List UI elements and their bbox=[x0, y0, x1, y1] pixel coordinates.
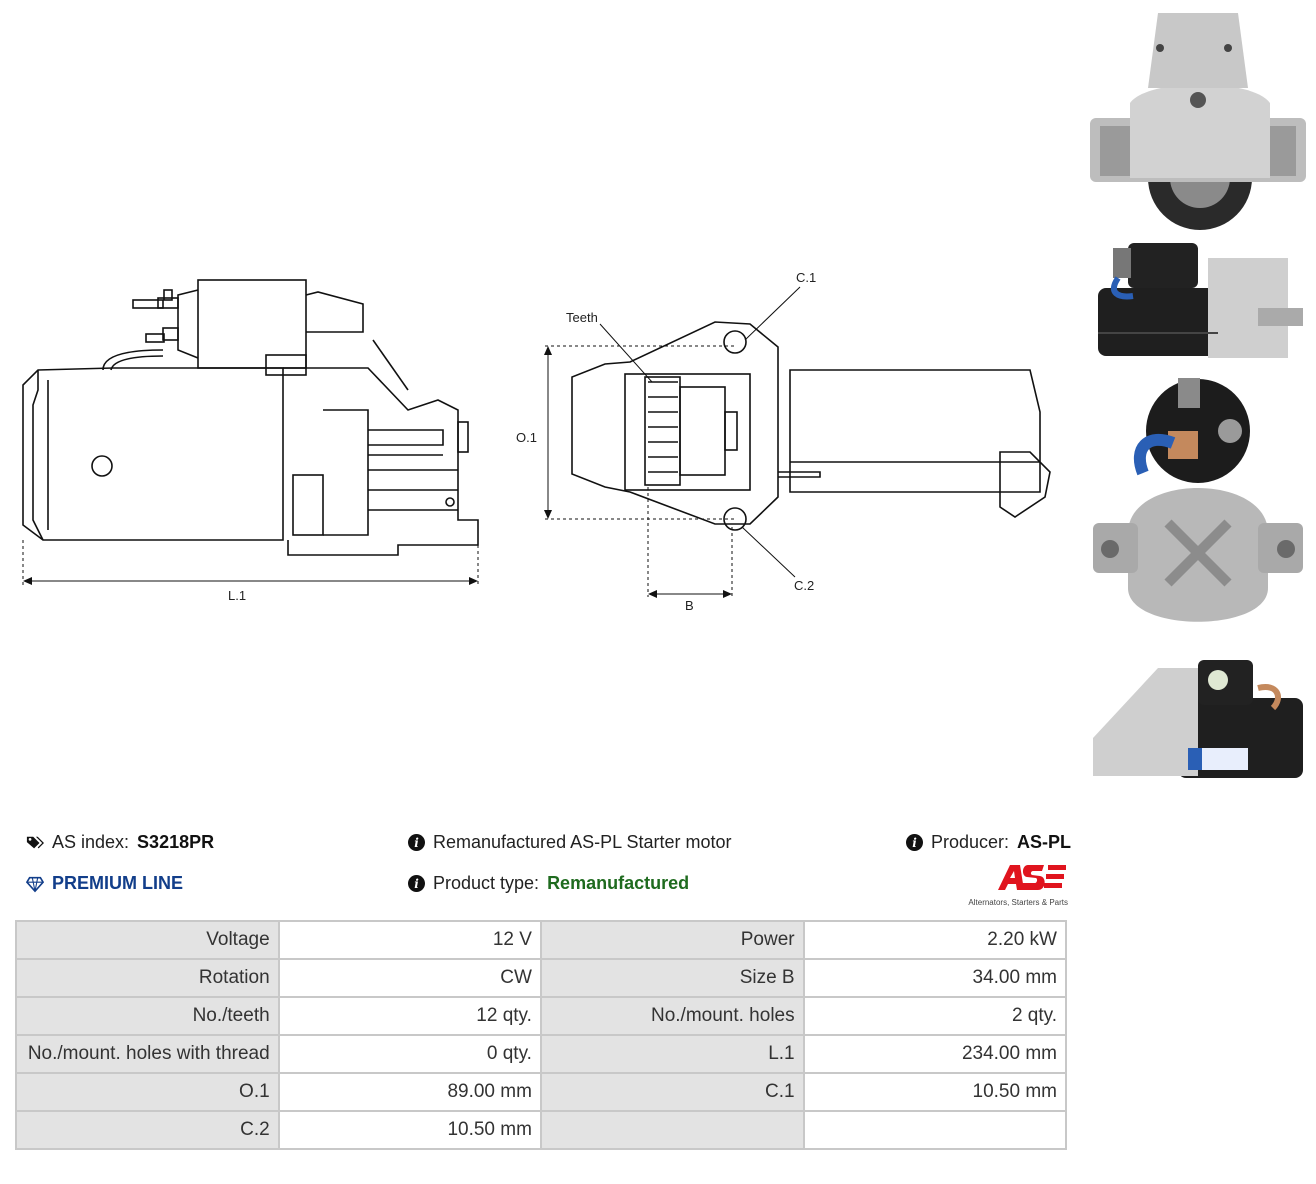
spec-value-cell: 34.00 mm bbox=[802, 958, 1068, 998]
spec-key-cell: L.1 bbox=[539, 1034, 805, 1074]
spec-key-cell: C.1 bbox=[539, 1072, 805, 1112]
as-brand-logo: Alternators, Starters & Parts bbox=[964, 863, 1068, 907]
spec-key-cell: Voltage bbox=[15, 920, 280, 960]
spec-value-cell: 234.00 mm bbox=[802, 1034, 1068, 1074]
as-index-value: S3218PR bbox=[137, 832, 215, 852]
spec-value-cell: 10.50 mm bbox=[802, 1072, 1068, 1112]
front-view-drawing: O.1 B C.1 C.2 Teeth bbox=[510, 262, 1070, 622]
info-icon: i bbox=[408, 834, 425, 851]
description-row: i Remanufactured AS-PL Starter motor bbox=[408, 832, 731, 853]
as-index-label: AS index: bbox=[52, 832, 130, 852]
spec-key-cell: Rotation bbox=[15, 958, 280, 998]
spec-value-cell: 12 qty. bbox=[277, 996, 542, 1036]
brand-tagline: Alternators, Starters & Parts bbox=[968, 898, 1068, 907]
spec-key-cell: Power bbox=[539, 920, 805, 960]
spec-key-cell bbox=[539, 1110, 805, 1150]
dim-label-b: B bbox=[685, 598, 694, 613]
product-type-label: Product type: bbox=[433, 873, 540, 893]
spec-key-cell: No./mount. holes with thread bbox=[15, 1034, 280, 1074]
info-icon: i bbox=[906, 834, 923, 851]
dim-label-c1: C.1 bbox=[796, 270, 816, 285]
product-type-row: i Product type: Remanufactured bbox=[408, 873, 689, 894]
dim-label-o1: O.1 bbox=[516, 430, 537, 445]
top-view-photo bbox=[1088, 658, 1308, 783]
spec-value-cell bbox=[802, 1110, 1068, 1150]
spec-key-cell: C.2 bbox=[15, 1110, 280, 1150]
spec-value-cell: 10.50 mm bbox=[277, 1110, 542, 1150]
spec-value-cell: 89.00 mm bbox=[277, 1072, 542, 1112]
spec-key-cell: No./mount. holes bbox=[539, 996, 805, 1036]
spec-value-cell: 2.20 kW bbox=[802, 920, 1068, 960]
spec-key-cell: Size B bbox=[539, 958, 805, 998]
spec-key-cell: O.1 bbox=[15, 1072, 280, 1112]
premium-line-label: PREMIUM LINE bbox=[52, 873, 184, 893]
side-view-drawing: L.1 bbox=[18, 270, 488, 610]
tags-icon bbox=[26, 836, 44, 848]
dim-label-l1: L.1 bbox=[228, 588, 246, 603]
producer-label: Producer: bbox=[931, 832, 1010, 852]
spec-value-cell: 12 V bbox=[277, 920, 542, 960]
front-view-photo bbox=[1088, 8, 1308, 233]
premium-line-row: PREMIUM LINE bbox=[26, 873, 183, 894]
as-index-row: AS index: S3218PR bbox=[26, 832, 214, 853]
dim-label-c2: C.2 bbox=[794, 578, 814, 593]
info-icon: i bbox=[408, 875, 425, 892]
dim-label-teeth: Teeth bbox=[566, 310, 598, 325]
spec-value-cell: 2 qty. bbox=[802, 996, 1068, 1036]
product-description: Remanufactured AS-PL Starter motor bbox=[433, 832, 732, 852]
side-view-photo bbox=[1088, 238, 1308, 363]
spec-key-cell: No./teeth bbox=[15, 996, 280, 1036]
producer-value: AS-PL bbox=[1017, 832, 1072, 852]
diamond-icon bbox=[26, 876, 44, 892]
spec-value-cell: CW bbox=[277, 958, 542, 998]
producer-row: i Producer: AS-PL bbox=[906, 832, 1071, 853]
as-logo-icon bbox=[998, 865, 1066, 890]
spec-value-cell: 0 qty. bbox=[277, 1034, 542, 1074]
rear-view-photo bbox=[1088, 373, 1308, 643]
product-type-value: Remanufactured bbox=[547, 873, 690, 893]
